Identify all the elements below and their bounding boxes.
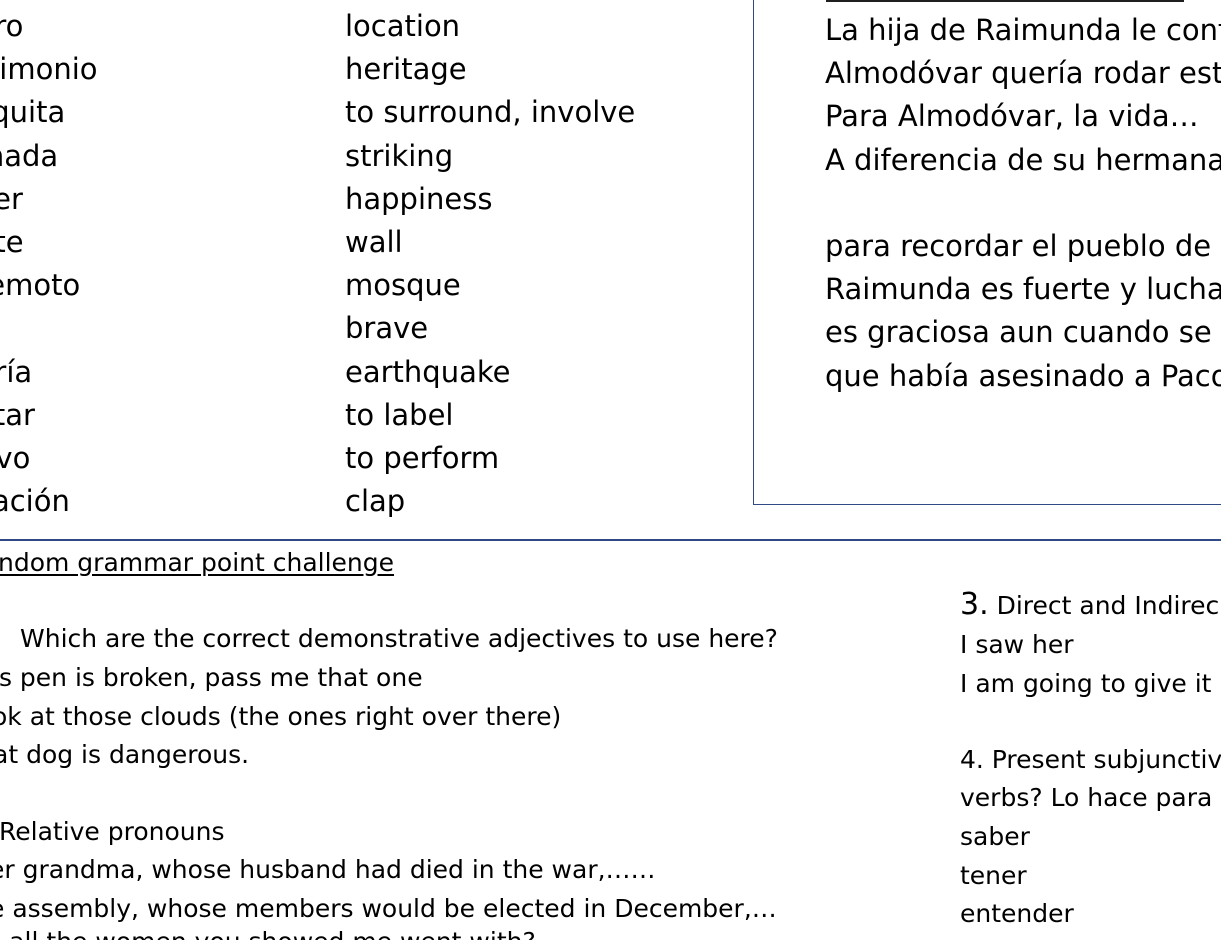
vocab-spanish-item: trimonio	[0, 52, 98, 87]
sentence-ending: que había asesinado a Paco	[825, 358, 1221, 393]
vocab-english-item: location	[345, 9, 461, 43]
vocab-english-item: to surround, involve	[345, 95, 636, 130]
vocab-spanish-item: remoto	[0, 268, 81, 303]
vocab-spanish-item: zquita	[0, 95, 66, 130]
question-demonstrative-adjectives: Which are the correct demonstrative adje…	[20, 624, 778, 653]
question-item: I am going to give it	[960, 669, 1212, 698]
vocab-english-item: striking	[345, 138, 454, 173]
vocab-english-item: wall	[345, 225, 403, 260]
sentence-starters-list: La hija de Raimunda le conf Almodóvar qu…	[825, 9, 1221, 182]
sentence-starter: Almodóvar quería rodar est	[825, 56, 1221, 91]
question-item: I saw her	[960, 630, 1074, 659]
box-heading-underline	[826, 0, 1184, 2]
question-item: saber	[960, 822, 1030, 851]
question-item: at dog is dangerous.	[0, 740, 250, 769]
question-item: e assembly, whose members would be elect…	[0, 894, 777, 923]
vocab-spanish-item: cación	[0, 484, 70, 519]
vocab-english-item: to perform	[345, 441, 500, 476]
vocab-english-item: happiness	[345, 181, 493, 216]
vocab-english-item: to label	[345, 397, 454, 432]
question-item: entender	[960, 899, 1074, 928]
vocab-spanish-item: gría	[0, 354, 33, 389]
vocab-spanish-item: ver	[0, 181, 23, 216]
sentence-ending: es graciosa aun cuando se t	[825, 315, 1221, 350]
vocab-spanish-item: mada	[0, 138, 59, 173]
sentence-starter: La hija de Raimunda le conf	[825, 13, 1221, 47]
vocab-spanish-item: tivo	[0, 441, 31, 476]
question-relative-pronouns: Relative pronouns	[0, 817, 225, 846]
question-direct-indirect-objects: 3. Direct and Indirec	[960, 587, 1219, 624]
vocab-english-item: earthquake	[345, 354, 511, 389]
vocab-spanish-item: r	[0, 307, 98, 350]
sentence-ending: para recordar el pueblo de	[825, 229, 1212, 263]
question-present-subjunctive: 4. Present subjunctiv	[960, 745, 1221, 774]
grammar-section-heading: ndom grammar point challenge	[0, 548, 395, 577]
question-item: er grandma, whose husband had died in th…	[0, 855, 656, 884]
question-intro: verbs? Lo hace para	[960, 783, 1213, 812]
sentence-starter: A diferencia de su hermana	[825, 142, 1221, 177]
question-title: Direct and Indirec	[988, 591, 1220, 620]
vocab-spanish-item: uro	[0, 9, 24, 43]
question-item: ok at those clouds (the ones right over …	[0, 702, 562, 731]
section-divider	[0, 539, 1221, 541]
question-number: 3.	[960, 587, 989, 622]
vocab-english-item: heritage	[345, 52, 467, 87]
sentence-matching-box: La hija de Raimunda le conf Almodóvar qu…	[753, 0, 1221, 505]
question-item: tener	[960, 861, 1027, 890]
vocab-english-column: location heritage to surround, involve s…	[345, 5, 635, 523]
vocab-english-item: clap	[345, 484, 406, 519]
vocab-english-item: mosque	[345, 268, 461, 303]
vocab-spanish-item: etar	[0, 397, 35, 432]
sentence-ending: Raimunda es fuerte y lucha	[825, 272, 1221, 307]
vocab-english-item: brave	[345, 311, 429, 346]
vocab-spanish-column: uro trimonio zquita mada ver nte remoto …	[0, 5, 98, 523]
question-item: is pen is broken, pass me that one	[0, 663, 423, 692]
vocab-spanish-item: nte	[0, 225, 24, 260]
sentence-starter: Para Almodóvar, la vida…	[825, 99, 1199, 134]
sentence-endings-list: para recordar el pueblo de Raimunda es f…	[825, 225, 1221, 398]
question-item: o all the women you showed me went with?	[0, 924, 536, 940]
